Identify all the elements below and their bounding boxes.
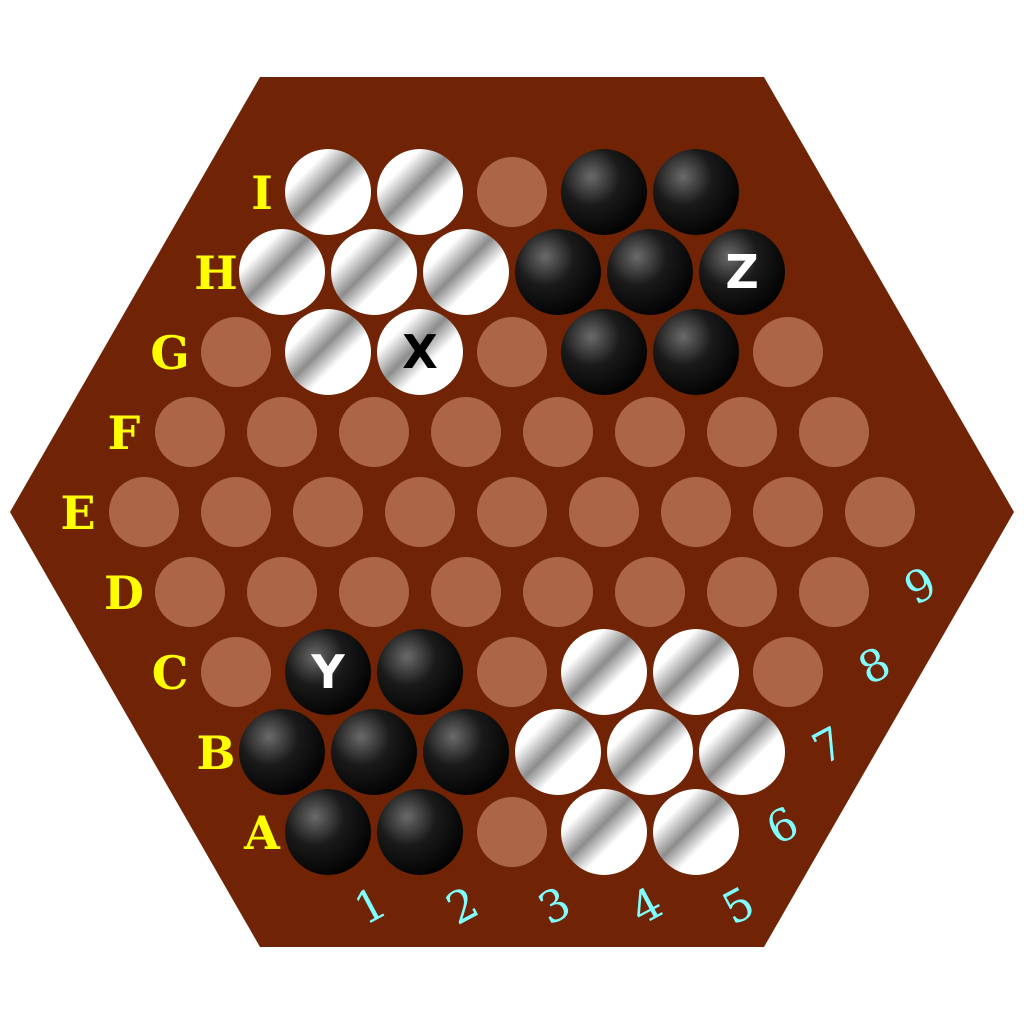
hole-f-3[interactable]: [431, 397, 501, 467]
hole-f-6[interactable]: [707, 397, 777, 467]
black-marble-g-5[interactable]: [653, 309, 739, 395]
hole-g-6[interactable]: [753, 317, 823, 387]
black-marble-i-4[interactable]: [653, 149, 739, 235]
marker-z: Z: [725, 245, 758, 299]
hole-c-6[interactable]: [753, 637, 823, 707]
row-label-a: A: [243, 806, 281, 860]
row-label-d: D: [104, 566, 144, 620]
black-marble-b-2[interactable]: [423, 709, 509, 795]
marker-x: X: [402, 325, 437, 379]
hole-f-2[interactable]: [339, 397, 409, 467]
black-marble-h-3[interactable]: [515, 229, 601, 315]
row-label-f: F: [108, 406, 141, 460]
white-marble-b-5[interactable]: [699, 709, 785, 795]
row-label-c: C: [152, 646, 189, 700]
row-label-i: I: [251, 166, 273, 220]
marbles-layer: [239, 149, 785, 875]
hole-e-1[interactable]: [201, 477, 271, 547]
hole-d-5[interactable]: [615, 557, 685, 627]
hole-d-3[interactable]: [431, 557, 501, 627]
black-marble-h-5[interactable]: [699, 229, 785, 315]
black-marble-g-4[interactable]: [561, 309, 647, 395]
hole-e-2[interactable]: [293, 477, 363, 547]
hole-g-0[interactable]: [201, 317, 271, 387]
hole-d-4[interactable]: [523, 557, 593, 627]
black-marble-i-3[interactable]: [561, 149, 647, 235]
white-marble-h-1[interactable]: [331, 229, 417, 315]
hole-e-8[interactable]: [845, 477, 915, 547]
black-marble-b-0[interactable]: [239, 709, 325, 795]
black-marble-h-4[interactable]: [607, 229, 693, 315]
white-marble-b-4[interactable]: [607, 709, 693, 795]
hole-e-3[interactable]: [385, 477, 455, 547]
hole-f-4[interactable]: [523, 397, 593, 467]
hole-i-2[interactable]: [477, 157, 547, 227]
row-label-b: B: [197, 726, 236, 780]
white-marble-b-3[interactable]: [515, 709, 601, 795]
black-marble-a-0[interactable]: [285, 789, 371, 875]
white-marble-h-2[interactable]: [423, 229, 509, 315]
row-label-g: G: [150, 326, 189, 380]
hole-c-3[interactable]: [477, 637, 547, 707]
white-marble-i-0[interactable]: [285, 149, 371, 235]
hole-d-7[interactable]: [799, 557, 869, 627]
hole-f-0[interactable]: [155, 397, 225, 467]
hole-f-7[interactable]: [799, 397, 869, 467]
white-marble-i-1[interactable]: [377, 149, 463, 235]
hole-d-0[interactable]: [155, 557, 225, 627]
hole-d-2[interactable]: [339, 557, 409, 627]
hole-f-1[interactable]: [247, 397, 317, 467]
white-marble-h-0[interactable]: [239, 229, 325, 315]
hole-g-3[interactable]: [477, 317, 547, 387]
hole-e-5[interactable]: [569, 477, 639, 547]
white-marble-a-3[interactable]: [561, 789, 647, 875]
black-marble-b-1[interactable]: [331, 709, 417, 795]
white-marble-g-1[interactable]: [285, 309, 371, 395]
white-marble-c-5[interactable]: [653, 629, 739, 715]
hole-e-4[interactable]: [477, 477, 547, 547]
black-marble-c-1[interactable]: [285, 629, 371, 715]
marker-y: Y: [310, 645, 345, 699]
black-marble-c-2[interactable]: [377, 629, 463, 715]
black-marble-a-1[interactable]: [377, 789, 463, 875]
hole-e-7[interactable]: [753, 477, 823, 547]
white-marble-a-4[interactable]: [653, 789, 739, 875]
white-marble-c-4[interactable]: [561, 629, 647, 715]
holes-layer: [109, 157, 915, 867]
row-label-e: E: [60, 486, 95, 540]
row-label-h: H: [194, 246, 237, 300]
hole-a-2[interactable]: [477, 797, 547, 867]
markers-layer: X Y Z: [310, 245, 758, 699]
hole-c-0[interactable]: [201, 637, 271, 707]
hole-e-0[interactable]: [109, 477, 179, 547]
hole-e-6[interactable]: [661, 477, 731, 547]
hole-d-1[interactable]: [247, 557, 317, 627]
hole-f-5[interactable]: [615, 397, 685, 467]
hole-d-6[interactable]: [707, 557, 777, 627]
white-marble-g-2[interactable]: [377, 309, 463, 395]
